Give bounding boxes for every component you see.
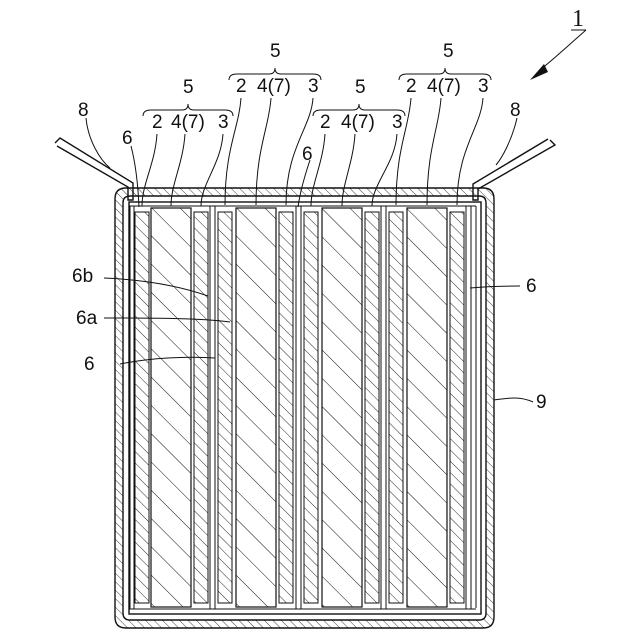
electrode-3-1	[194, 212, 208, 603]
separator-6-1	[210, 206, 215, 609]
separator-6-3	[381, 206, 386, 609]
ref-main-label: 1	[572, 6, 584, 32]
group-4-part-label-3: 3	[478, 76, 489, 97]
separator-left-label: 6	[84, 354, 95, 375]
group-label-5-4: 5	[443, 41, 454, 62]
electrode-2-4	[389, 212, 403, 603]
case-label: 9	[536, 392, 547, 413]
electrode-3-4	[450, 212, 464, 603]
separator-6b-label: 6b	[72, 266, 93, 287]
tab-left-label: 8	[78, 100, 89, 121]
group-4: 5 2 4(7) 3	[396, 41, 491, 205]
electrode-3-2	[279, 212, 293, 603]
separator-6a-label: 6a	[76, 308, 98, 329]
group-3: 5 2 4(7) 3	[311, 77, 405, 206]
electrode-group-labels: 524(7)3524(7)3524(7)3524(7)3	[142, 41, 491, 206]
separator-right-label: 6	[526, 276, 537, 297]
group-label-5-3: 5	[355, 77, 366, 98]
group-2-part-label-1: 2	[236, 76, 247, 97]
group-2-part-label-3: 3	[308, 76, 319, 97]
separator-6-left	[130, 206, 134, 609]
separator-6-2	[296, 206, 301, 609]
group-3-part-label-1: 2	[320, 112, 331, 133]
group-4-part-label-1: 2	[406, 76, 417, 97]
group-2-part-label-2: 4(7)	[257, 76, 291, 97]
group-1-part-label-2: 4(7)	[171, 112, 205, 133]
group-1-part-label-3: 3	[218, 112, 229, 133]
group-3-part-label-2: 4(7)	[341, 112, 375, 133]
electrode-3-3	[365, 212, 379, 603]
group-3-part-label-3: 3	[392, 112, 403, 133]
electrode-2-2	[218, 212, 232, 603]
group-2: 5 2 4(7) 3	[225, 41, 321, 205]
separator-top-left-label: 6	[122, 128, 133, 149]
separator-top-mid-label: 6	[302, 144, 313, 165]
group-1: 52 4(7) 3	[142, 77, 233, 206]
tab-right-label: 8	[510, 100, 521, 121]
electrode-stack	[130, 206, 476, 609]
group-4-part-label-2: 4(7)	[427, 76, 461, 97]
group-1-part-label-1: 2	[152, 112, 163, 133]
group-label-5-1: 5	[183, 77, 194, 98]
electrode-2-3	[304, 212, 318, 603]
group-label-5-2: 5	[270, 41, 281, 62]
separator-6-4	[466, 206, 471, 609]
electrode-2-1	[135, 212, 149, 603]
